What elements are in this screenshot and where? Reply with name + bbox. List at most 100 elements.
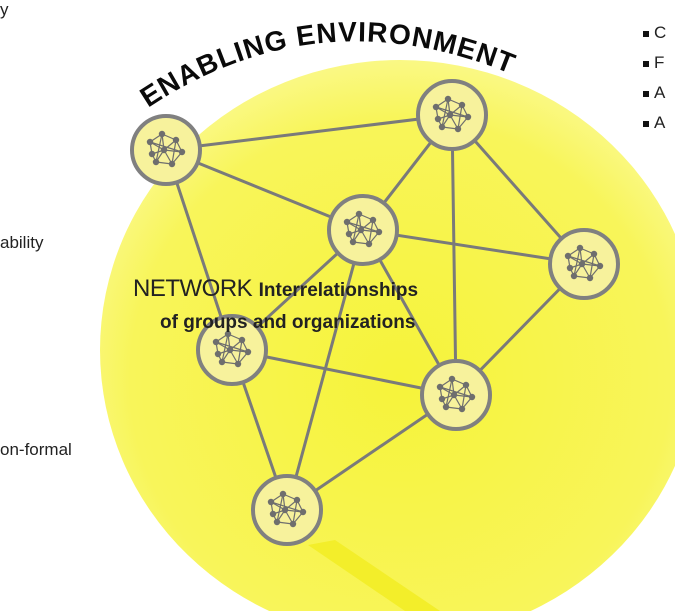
node-inner-dot: [464, 113, 472, 121]
node-inner-dot: [454, 125, 462, 133]
network-node: [548, 228, 620, 300]
node-inner-dot: [434, 115, 442, 123]
node-inner-edge: [155, 133, 163, 163]
node-inner-dot: [438, 395, 446, 403]
node-inner-dot: [267, 498, 275, 506]
node-inner-dot: [289, 520, 297, 528]
node-inner-dot: [586, 274, 594, 282]
node-inner-dot: [146, 138, 154, 146]
environment-area: [100, 60, 675, 611]
node-inner-edge: [445, 378, 453, 408]
node-inner-edge: [567, 255, 601, 267]
node-inner-dot: [172, 136, 180, 144]
node-inner-dot: [244, 348, 252, 356]
network-node: [130, 114, 202, 186]
node-inner-dot: [349, 238, 357, 246]
edge: [361, 228, 586, 266]
node-inner-edge: [439, 386, 473, 398]
node-inner-dot: [596, 262, 604, 270]
network-node: [251, 474, 323, 546]
network-title: NETWORK: [133, 275, 253, 302]
node-inner-dot: [458, 405, 466, 413]
node-inner-dot: [355, 210, 363, 218]
network-subtitle-line1: Interrelationships: [258, 280, 419, 301]
node-inner-dot: [218, 358, 226, 366]
node-inner-dot: [444, 95, 452, 103]
bullet-item: A: [643, 78, 666, 108]
node-inner-dot: [438, 123, 446, 131]
node-inner-dot: [576, 244, 584, 252]
edge: [450, 113, 458, 397]
node-inner-edge: [221, 333, 229, 363]
node-inner-dot: [345, 230, 353, 238]
node-inner-dot: [448, 375, 456, 383]
node-inner-edge: [461, 384, 467, 410]
node-inner-dot: [234, 360, 242, 368]
node-inner-dot: [436, 383, 444, 391]
left-fragment-non-formal: on-formal: [0, 440, 72, 459]
node-inner-dot: [269, 510, 277, 518]
node-inner-edge: [149, 141, 183, 153]
node-inner-dot: [458, 101, 466, 109]
node-inner-dot: [468, 393, 476, 401]
node-inner-dot: [365, 240, 373, 248]
node-inner-dot: [450, 391, 458, 399]
node-inner-dot: [590, 250, 598, 258]
node-inner-edge: [441, 98, 449, 128]
node-inner-dot: [446, 111, 454, 119]
node-inner-dot: [238, 336, 246, 344]
node-inner-dot: [160, 146, 168, 154]
node-inner-dot: [273, 518, 281, 526]
node-inner-dot: [279, 490, 287, 498]
node-inner-dot: [299, 508, 307, 516]
node-inner-dot: [432, 103, 440, 111]
top-left-fragment: y: [0, 0, 9, 19]
edge: [164, 113, 454, 152]
edge: [230, 348, 458, 397]
node-inner-edge: [457, 104, 463, 130]
node-inner-dot: [158, 130, 166, 138]
node-inner-dot: [566, 264, 574, 272]
node-inner-dot: [570, 272, 578, 280]
node-inner-dot: [178, 148, 186, 156]
bullet-item: A: [643, 108, 666, 138]
bullet-item: C: [643, 18, 666, 48]
node-inner-dot: [462, 381, 470, 389]
node-inner-dot: [375, 228, 383, 236]
node-inner-edge: [435, 106, 469, 118]
node-inner-dot: [578, 260, 586, 268]
node-inner-edge: [346, 221, 380, 233]
node-inner-edge: [276, 493, 284, 523]
node-inner-dot: [224, 330, 232, 338]
node-inner-edge: [215, 341, 249, 353]
node-inner-dot: [212, 338, 220, 346]
node-inner-edge: [352, 213, 360, 243]
node-inner-dot: [343, 218, 351, 226]
network-subtitle-line2: of groups and organizations: [160, 312, 416, 333]
node-inner-edge: [270, 501, 304, 513]
node-inner-dot: [281, 506, 289, 514]
node-inner-dot: [293, 496, 301, 504]
node-inner-dot: [564, 252, 572, 260]
node-inner-edge: [368, 219, 374, 245]
node-inner-edge: [292, 499, 298, 525]
node-inner-dot: [442, 403, 450, 411]
network-node: [420, 359, 492, 431]
node-inner-dot: [226, 346, 234, 354]
network-nodes: [130, 79, 620, 546]
node-inner-dot: [168, 160, 176, 168]
network-node: [327, 194, 399, 266]
node-inner-dot: [148, 150, 156, 158]
right-bullet-list: C F A A: [643, 18, 666, 138]
node-inner-edge: [573, 247, 581, 277]
network-node: [416, 79, 488, 151]
network-label: NETWORK Interrelationships: [133, 275, 418, 303]
outgoing-band: [308, 540, 440, 611]
node-inner-dot: [152, 158, 160, 166]
node-inner-edge: [237, 339, 243, 365]
node-inner-dot: [214, 350, 222, 358]
left-fragment-ability: ability: [0, 233, 44, 252]
node-inner-dot: [369, 216, 377, 224]
bullet-item: F: [643, 48, 666, 78]
